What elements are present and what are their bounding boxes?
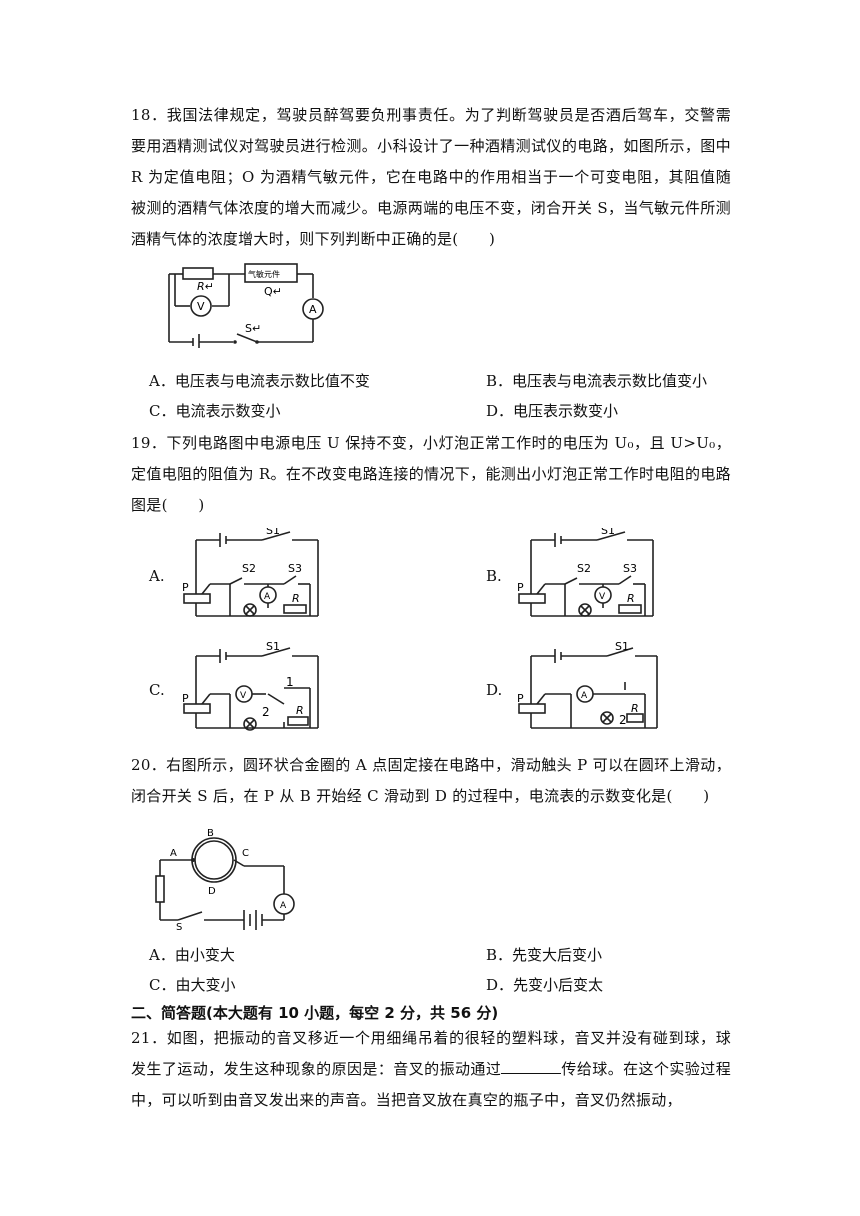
q19c-one: 1	[286, 675, 294, 689]
q19a-s2: S2	[242, 562, 256, 575]
q20-ring-circuit-figure: A B C D S A	[152, 826, 302, 932]
q19-circuit-b: S1 S2 S3 P V R	[515, 528, 660, 623]
q21-part2: 传给球。在这个实验过程中，可以听到由音叉发出来的声音。当把音叉放在真空的瓶子中，…	[131, 1060, 731, 1109]
q19b-s1: S1	[601, 528, 615, 537]
q19-circuit-a: S1 S2 S3 P A R	[180, 528, 325, 623]
q20-label-c: C	[242, 848, 249, 859]
q20-label-a: A	[170, 848, 177, 859]
q19b-p: P	[517, 581, 524, 594]
q19b-meter: V	[599, 592, 606, 602]
q18-option-b[interactable]: B．电压表与电流表示数比值变小	[486, 372, 708, 390]
q19c-r: R	[296, 704, 304, 717]
q19b-s2: S2	[577, 562, 591, 575]
q20-label-s: S	[176, 922, 182, 932]
q18-option-c[interactable]: C．电流表示数变小	[149, 402, 281, 420]
q19d-two: 2	[619, 713, 627, 727]
q19-option-d-label[interactable]: D.	[486, 681, 503, 699]
q18-voltmeter-label: V	[197, 300, 205, 313]
q20-option-a[interactable]: A．由小变大	[149, 946, 235, 964]
section-2-heading: 二、简答题(本大题有 10 小题，每空 2 分，共 56 分)	[131, 1004, 499, 1022]
q19-circuit-d: S1 P A 2 R	[515, 642, 660, 737]
q19a-p: P	[182, 581, 189, 594]
q19c-s1: S1	[266, 642, 280, 653]
q21-answer-blank[interactable]	[501, 1059, 562, 1074]
q20-meter-label: A	[280, 901, 287, 911]
question-18-text: 18．我国法律规定，驾驶员醉驾要负刑事责任。为了判断驾驶员是否酒后驾车，交警需要…	[131, 106, 731, 248]
q19d-p: P	[517, 692, 524, 705]
q19c-two: 2	[262, 705, 270, 719]
q19a-meter: A	[264, 592, 271, 602]
q20-option-d[interactable]: D．先变小后变太	[486, 976, 604, 994]
q18-option-a[interactable]: A．电压表与电流表示数比值不变	[149, 372, 370, 390]
q18-option-d[interactable]: D．电压表示数变小	[486, 402, 619, 420]
q18-q-label: Q↵	[264, 285, 282, 298]
q19-option-b-label[interactable]: B.	[486, 567, 502, 585]
q19a-s1: S1	[266, 528, 280, 537]
q18-circuit-figure: R↵ 气敏元件 Q↵ S↵ V A	[165, 262, 325, 348]
q19a-s3: S3	[288, 562, 302, 575]
question-19-text: 19．下列电路图中电源电压 U 保持不变，小灯泡正常工作时的电压为 U₀，且 U…	[131, 434, 731, 514]
q18-ammeter-label: A	[309, 303, 317, 316]
q19b-s3: S3	[623, 562, 637, 575]
q19c-meter: V	[240, 691, 247, 701]
q19c-p: P	[182, 692, 189, 705]
q20-option-c[interactable]: C．由大变小	[149, 976, 236, 994]
q19-option-a-label[interactable]: A.	[149, 567, 165, 585]
q19b-r: R	[627, 592, 635, 605]
q19d-s1: S1	[615, 642, 629, 653]
q18-r-label: R↵	[197, 280, 214, 293]
q19a-r: R	[292, 592, 300, 605]
q21-part1: 21．如图，把振动的音叉移近一个用细绳吊着的很轻的塑料球，音叉并没有碰到球，球发…	[131, 1029, 731, 1078]
q18-sensor-label: 气敏元件	[248, 269, 280, 279]
q18-switch-label: S↵	[245, 322, 261, 335]
q19d-r: R	[631, 702, 639, 715]
question-21-text: 21．如图，把振动的音叉移近一个用细绳吊着的很轻的塑料球，音叉并没有碰到球，球发…	[131, 1023, 731, 1116]
q20-option-b[interactable]: B．先变大后变小	[486, 946, 603, 964]
question-20-text: 20．右图所示，圆环状合金圈的 A 点固定接在电路中，滑动触头 P 可以在圆环上…	[131, 756, 731, 805]
q19d-meter: A	[581, 691, 588, 701]
q20-label-b: B	[207, 828, 214, 839]
q20-label-d: D	[208, 886, 216, 897]
q19-option-c-label[interactable]: C.	[149, 681, 165, 699]
q19-circuit-c: S1 P V 1 2 R	[180, 642, 325, 737]
